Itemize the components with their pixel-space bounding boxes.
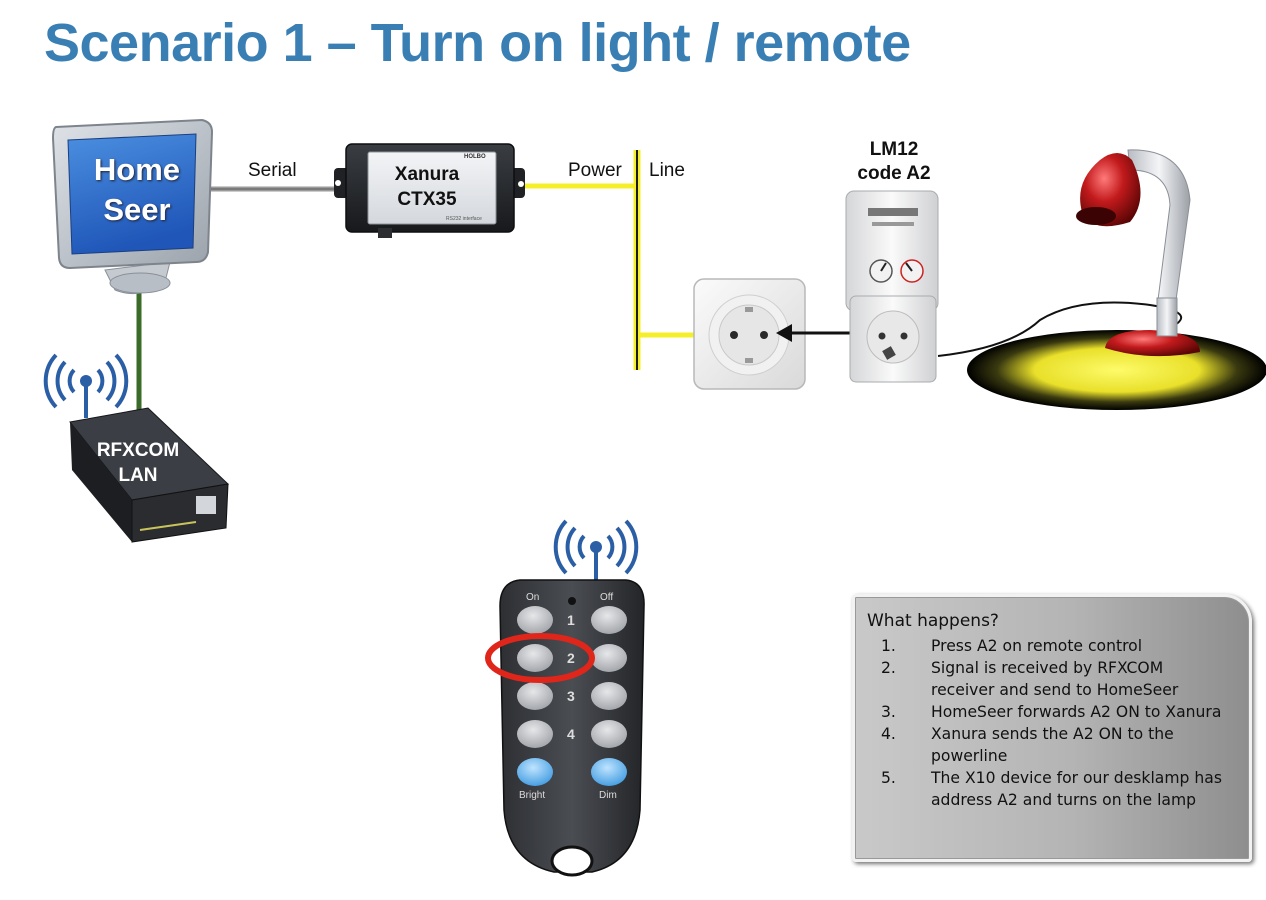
remote-key-on-2 [517,644,553,672]
remote-key-off-1 [591,606,627,634]
remote-num-3: 3 [567,688,575,704]
remote-key-off-4 [591,720,627,748]
homeseer-monitor [51,118,214,295]
remote-key-dim [591,758,627,786]
lm12-line2: code A2 [857,163,931,184]
ctx35-line2: CTX35 [397,189,457,210]
step-item: 5.The X10 device for our desklamp has ad… [881,769,1222,809]
ctx35-line1: Xanura [394,164,460,185]
homeseer-line1: Home [93,152,181,187]
lm12-label: LM12 code A2 [844,138,944,186]
remote-num-1: 1 [567,612,575,628]
page-title: Scenario 1 – Turn on light / remote [44,13,911,73]
what-happens-heading: What happens? [867,611,999,631]
ctx35-brand: HOLBO [464,154,486,160]
wall-socket [693,278,806,390]
step-item: 4.Xanura sends the A2 ON to the powerlin… [881,725,1174,765]
desk-lamp [937,149,1266,410]
remote-antenna-icon [553,519,639,580]
lm12-module [845,190,939,383]
lm12-line1: LM12 [869,139,919,160]
remote-bright-label: Bright [519,790,546,801]
remote-key-on-4 [517,720,553,748]
remote-num-2: 2 [567,650,575,666]
rfxcom-antenna-icon [43,353,129,418]
serial-label: Serial [248,160,297,181]
remote-key-bright [517,758,553,786]
remote-on-label: On [526,592,540,603]
remote-key-on-1 [517,606,553,634]
rfxcom-lan-box [69,407,230,543]
steps-list: 1.Press A2 on remote control 2.Signal is… [855,635,1249,811]
remote-control [499,579,645,877]
what-happens-box: What happens? 1.Press A2 on remote contr… [852,594,1252,862]
rfxcom-line1: RFXCOM [96,440,180,461]
rfxcom-label: RFXCOM LAN [78,438,198,488]
line-label: Line [649,160,685,181]
remote-key-off-3 [591,682,627,710]
remote-key-on-3 [517,682,553,710]
highlight-circle [485,633,595,683]
ctx35-label: Xanura CTX35 [352,162,502,212]
step-item: 1.Press A2 on remote control [881,637,1143,655]
power-label: Power [568,160,622,181]
remote-dim-label: Dim [599,790,617,801]
step-item: 2.Signal is received by RFXCOM receiver … [881,659,1179,699]
rfxcom-line2: LAN [118,465,158,486]
remote-num-4: 4 [567,726,575,742]
ctx35-sub: RS232 interface [446,216,482,222]
remote-off-label: Off [600,592,614,603]
xanura-ctx35 [334,143,525,238]
remote-key-off-2 [591,644,627,672]
homeseer-line2: Seer [103,192,171,227]
homeseer-label: Home Seer [62,150,212,230]
step-item: 3.HomeSeer forwards A2 ON to Xanura [881,703,1222,721]
power-line [520,150,720,370]
